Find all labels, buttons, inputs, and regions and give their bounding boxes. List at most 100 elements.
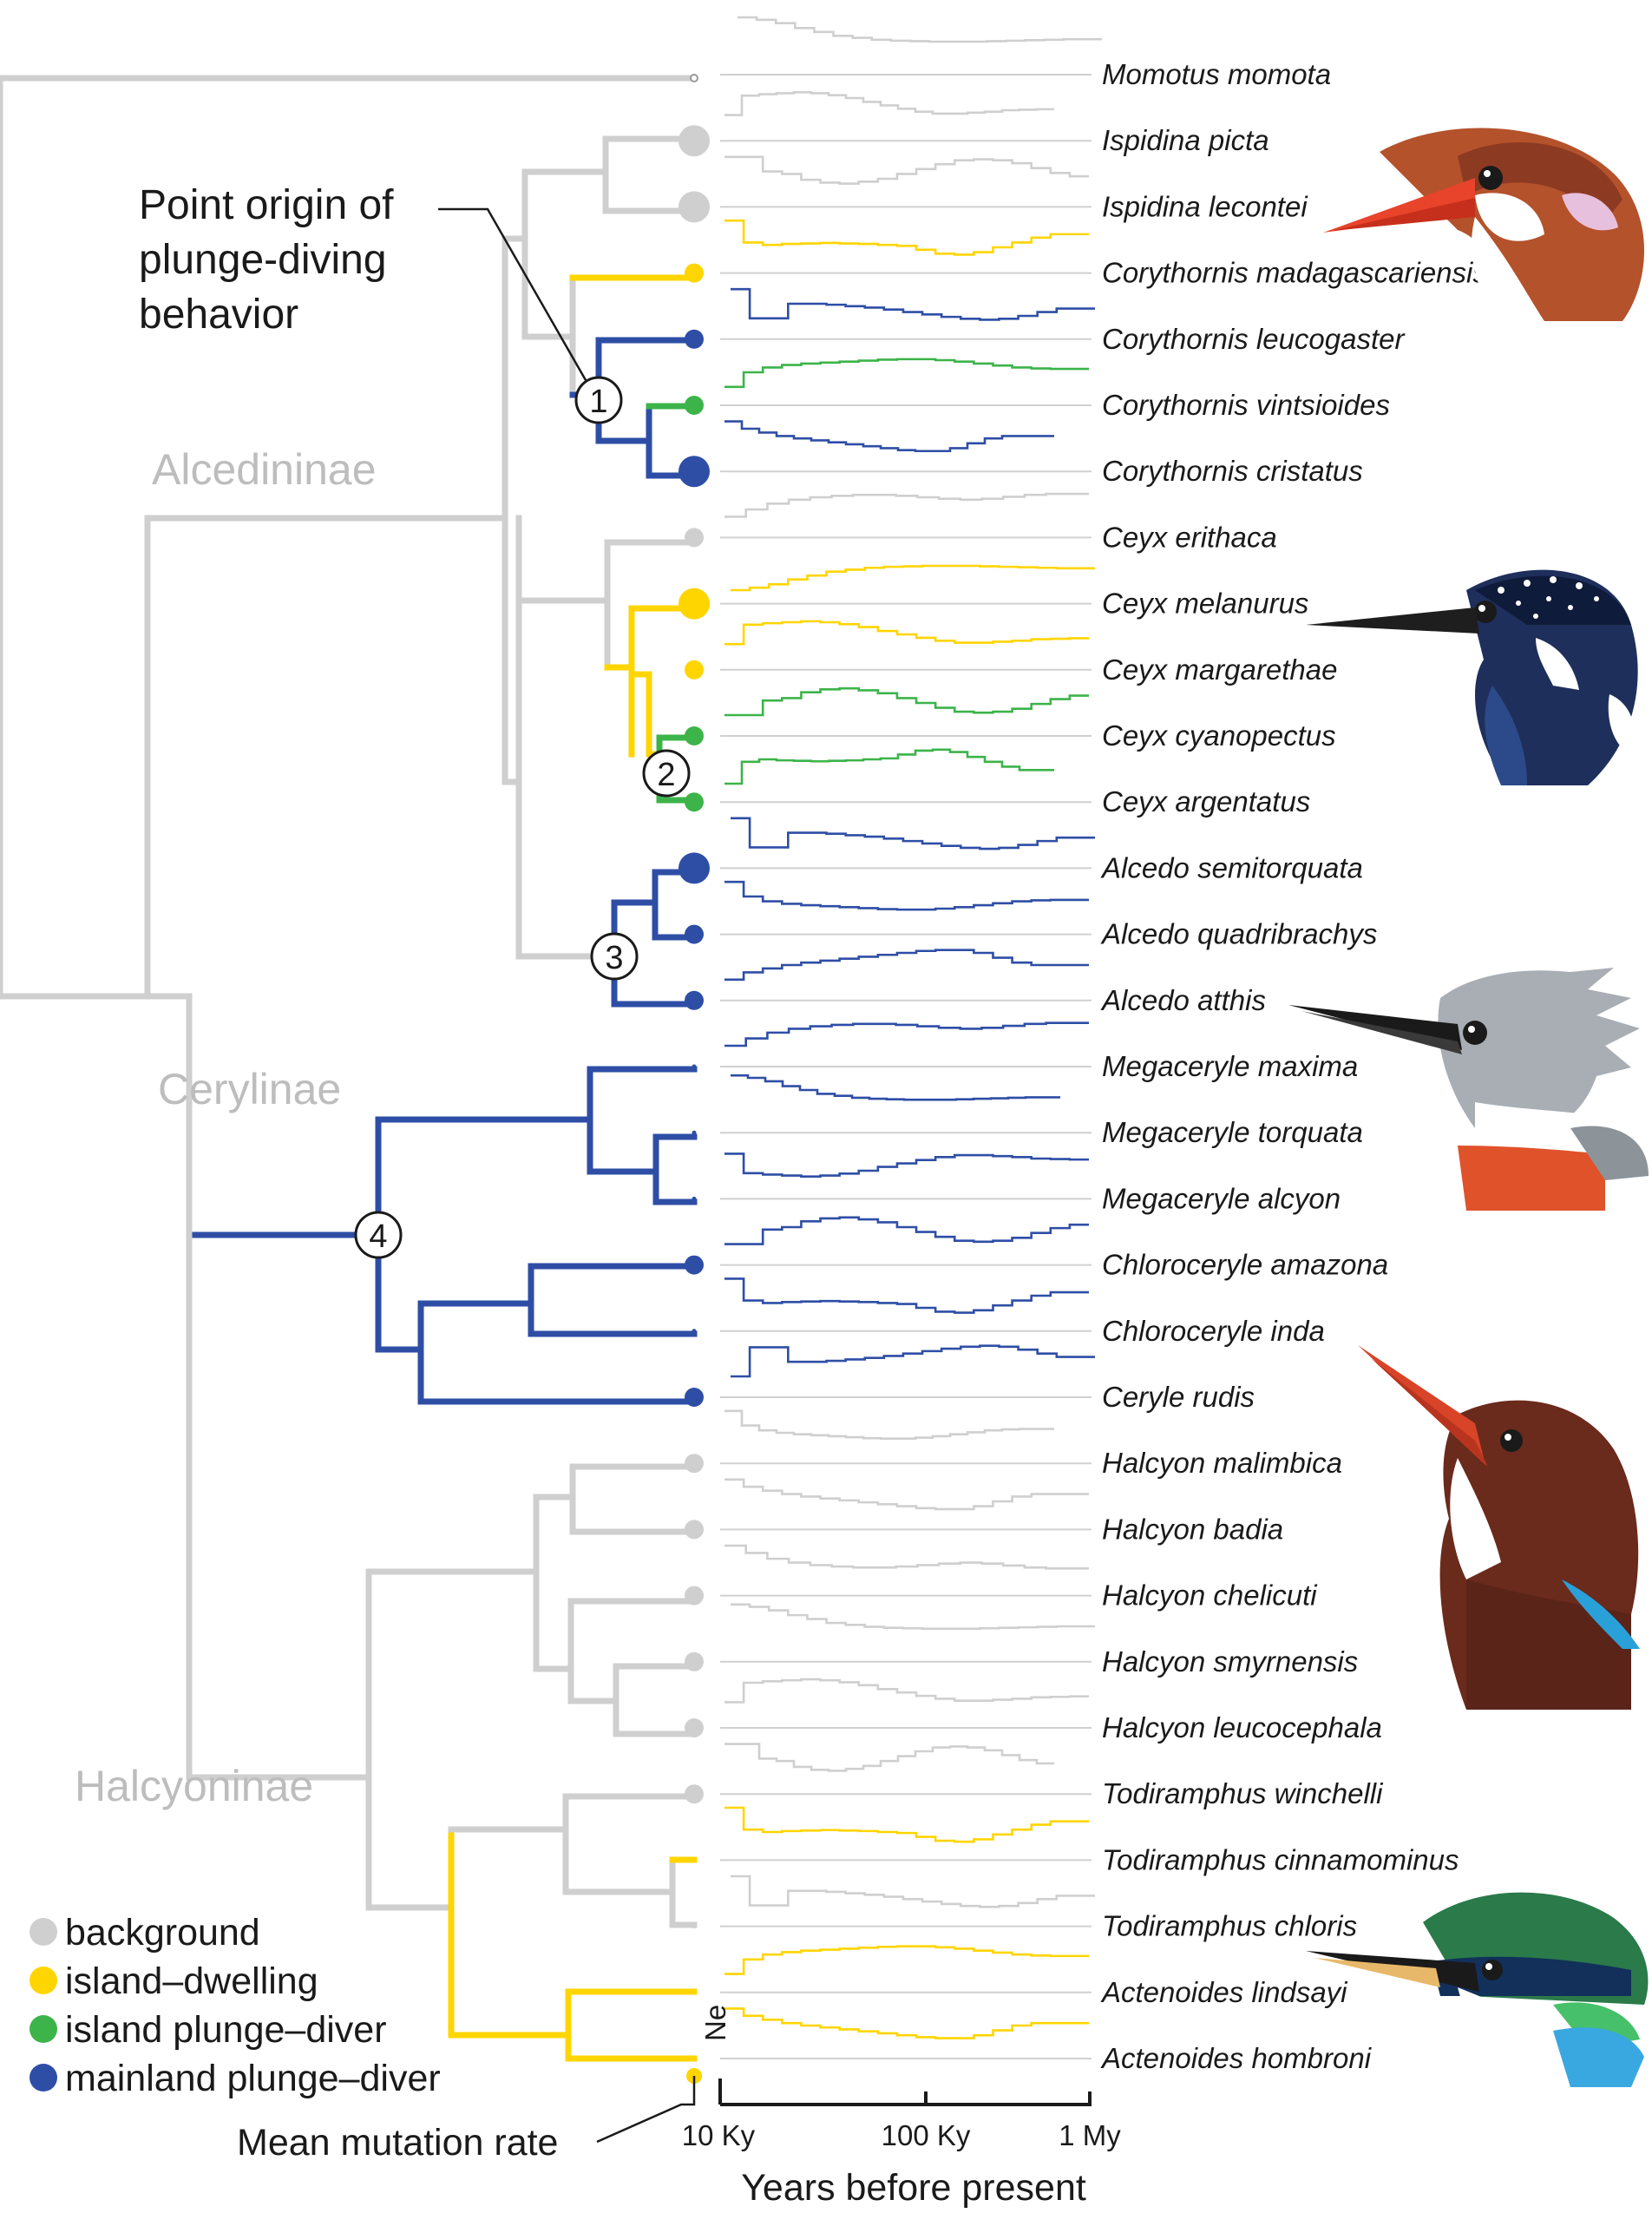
ne-trace — [724, 155, 1089, 185]
tip-dot — [685, 792, 704, 812]
legend-dot-island-dwelling — [30, 1967, 57, 1994]
tick-100ky: 100 Ky — [882, 2119, 971, 2151]
species-label: Chloroceryle amazona — [1102, 1249, 1388, 1281]
species-label: Ispidina lecontei — [1102, 190, 1308, 222]
tip-dot — [685, 1388, 704, 1407]
ne-trace — [724, 420, 1054, 453]
ne-trace — [724, 1021, 1089, 1047]
species-label: Megaceryle maxima — [1102, 1050, 1358, 1082]
legend-dot-island-plunge-diver — [30, 2015, 57, 2043]
species-label: Ceyx margarethae — [1102, 653, 1337, 686]
ne-trace — [724, 1743, 1054, 1772]
tip-dot — [685, 263, 704, 283]
phylogenetic-tree — [0, 75, 698, 2062]
ne-trace — [724, 686, 1089, 717]
ne-trace — [731, 817, 1095, 850]
ne-trace — [724, 358, 1089, 389]
ne-trace — [724, 1945, 1089, 1975]
species-label: Ceyx cyanopectus — [1102, 719, 1336, 752]
tip-dot — [685, 726, 704, 745]
species-label: Ceyx argentatus — [1102, 785, 1310, 818]
origin-line-1: Point origin of — [139, 182, 394, 228]
ne-trace — [731, 1344, 1095, 1378]
illustration-todiramphus-head — [1306, 1892, 1649, 2092]
subfamily-cerylinae: Cerylinae — [158, 1065, 341, 1113]
tip-dot — [678, 125, 710, 157]
species-label: Ceyx melanurus — [1102, 588, 1308, 620]
tip-dot — [678, 852, 710, 884]
tip-dot — [692, 1924, 697, 1929]
legend-dot-mainland-plunge-diver — [30, 2064, 57, 2092]
ne-trace — [738, 16, 1102, 43]
time-axis: 10 Ky 100 Ky 1 My Years before present — [682, 2078, 1121, 2209]
ne-trace — [724, 1409, 1054, 1441]
tip-dot — [685, 1520, 704, 1540]
node-label-3: 3 — [590, 932, 639, 981]
tip-dot — [690, 74, 698, 82]
node-label-2-text: 2 — [657, 757, 675, 793]
species-label: Momotus momota — [1102, 58, 1331, 90]
time-axis-title: Years before present — [741, 2167, 1086, 2209]
mutation-rate-label: Mean mutation rate — [237, 2122, 558, 2164]
tip-dot — [678, 191, 710, 223]
species-label: Alcedo quadribrachys — [1100, 918, 1377, 950]
node-label-3-text: 3 — [605, 940, 623, 976]
origin-line-3: behavior — [139, 292, 298, 338]
tip-dot — [685, 528, 704, 548]
illustration-ispidina-head — [1323, 128, 1644, 321]
illustration-halcyon-head — [1358, 1345, 1640, 1710]
species-label: Halcyon malimbica — [1102, 1447, 1342, 1479]
legend-label-island-plunge-diver: island plunge–diver — [65, 2009, 387, 2051]
tip-dot — [685, 990, 704, 1010]
tip-dot — [692, 2056, 697, 2061]
node-label-2: 2 — [642, 749, 691, 798]
legend-label-background: background — [65, 1912, 260, 1954]
species-label: Todiramphus winchelli — [1102, 1777, 1384, 1809]
tip-dot — [678, 588, 710, 620]
species-label: Ispidina picta — [1102, 124, 1269, 156]
tip-dot — [685, 329, 704, 349]
ne-trace — [724, 2007, 1089, 2039]
species-label: Megaceryle alcyon — [1102, 1182, 1341, 1214]
origin-annotation: Point origin of plunge-diving behavior — [139, 182, 587, 381]
tip-dots — [678, 74, 710, 2084]
tip-dot — [685, 1784, 704, 1804]
species-label: Corythornis vintsioides — [1102, 389, 1390, 421]
species-label: Chloroceryle inda — [1102, 1315, 1325, 1347]
illustration-megaceryle-head — [1288, 968, 1649, 1211]
ne-trace-panel — [720, 16, 1102, 2059]
species-label: Alcedo atthis — [1100, 984, 1266, 1016]
origin-line-2: plunge-diving — [139, 237, 387, 283]
ne-trace — [724, 748, 1054, 785]
subfamily-alcedininae: Alcedininae — [152, 445, 377, 494]
tip-dot — [692, 1990, 697, 1995]
ne-trace — [731, 564, 1095, 592]
ne-trace — [724, 949, 1089, 982]
tip-dot — [685, 1255, 704, 1275]
ne-trace — [724, 1478, 1089, 1511]
ne-trace — [724, 880, 1089, 911]
legend-label-island-dwelling: island–dwelling — [65, 1960, 318, 2002]
ne-axis-label: Ne — [699, 2005, 731, 2041]
species-label: Halcyon smyrnensis — [1102, 1645, 1358, 1678]
node-label-4-text: 4 — [369, 1218, 387, 1255]
ne-trace — [724, 1277, 1089, 1314]
species-label: Actenoides lindsayi — [1100, 1976, 1348, 2008]
tip-dot — [685, 924, 704, 944]
tip-dot — [685, 1586, 704, 1606]
species-label: Corythornis cristatus — [1102, 455, 1363, 487]
subfamily-halcyoninae: Halcyoninae — [75, 1762, 313, 1810]
ne-trace — [731, 1074, 1060, 1101]
species-label: Alcedo semitorquata — [1100, 851, 1363, 883]
tip-dot — [685, 660, 704, 680]
legend-dot-background — [30, 1918, 57, 1946]
species-label: Halcyon badia — [1102, 1513, 1283, 1545]
species-label: Todiramphus cinnamominus — [1102, 1843, 1459, 1875]
tick-10ky: 10 Ky — [682, 2119, 756, 2151]
mutation-leader-line — [596, 2076, 696, 2144]
tip-dot — [685, 396, 704, 415]
ne-trace — [724, 1544, 1089, 1570]
ne-trace — [724, 1678, 1089, 1704]
node-label-4: 4 — [354, 1211, 403, 1259]
